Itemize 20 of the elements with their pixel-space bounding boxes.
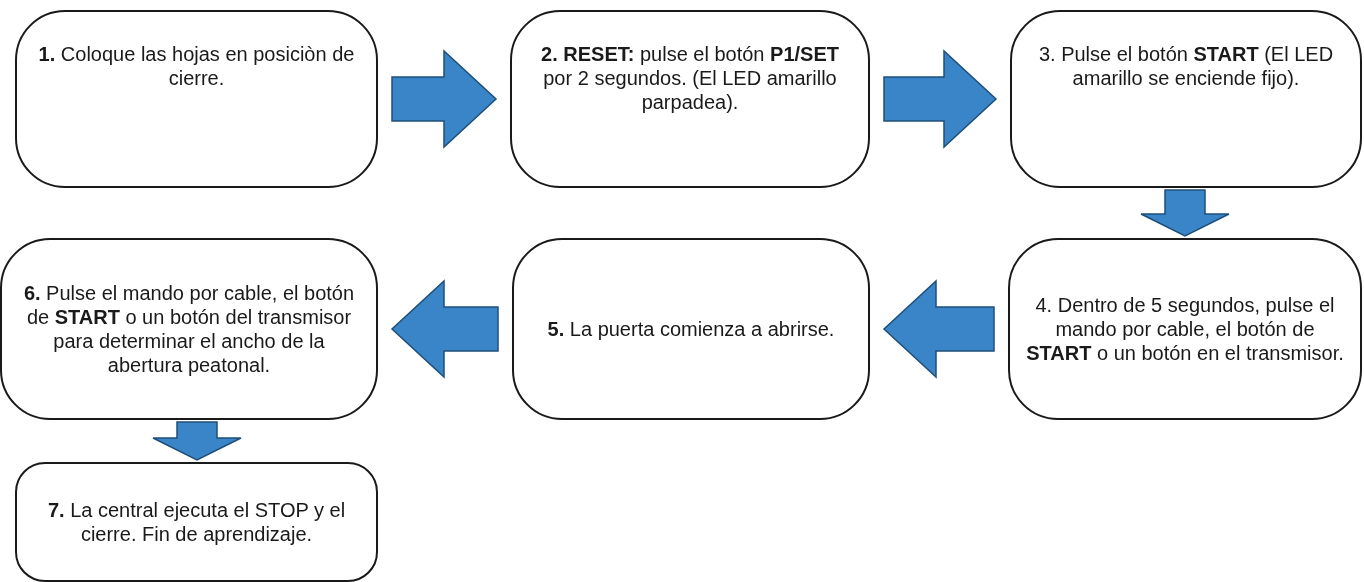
block-arrow <box>390 279 499 379</box>
step-text: 3. Pulse el botón START (El LED amarillo se enciende fijo). <box>1037 42 1335 90</box>
step-box <box>512 238 870 420</box>
block-arrow <box>152 421 242 461</box>
step-box <box>510 10 870 188</box>
step-text: 2. RESET: pulse el botón P1/SET por 2 segundos. (El LED amarillo parpadea). <box>540 42 840 114</box>
block-arrow <box>1140 189 1230 237</box>
step-text: 5. La puerta comienza a abrirse. <box>547 317 835 341</box>
step-text: 4. Dentro de 5 segundos, pulse el mando por cable, el botón de START o un botón en el transmisor. <box>1026 293 1344 365</box>
step-text: 1. Coloque las hojas en posiciòn de cierre. <box>37 42 356 90</box>
block-arrow <box>882 279 995 379</box>
step-box <box>1010 10 1362 188</box>
step-text: 7. La central ejecuta el STOP y el cierre. Fin de aprendizaje. <box>46 498 347 546</box>
block-arrow <box>391 49 498 149</box>
step-text: 6. Pulse el mando por cable, el botón de START o un botón del transmisor para determinar el ancho de la abertura peatonal. <box>22 281 356 377</box>
step-box <box>0 238 378 420</box>
block-arrow <box>883 49 998 149</box>
step-box <box>1008 238 1362 420</box>
step-box <box>15 10 378 188</box>
step-box <box>15 462 378 582</box>
